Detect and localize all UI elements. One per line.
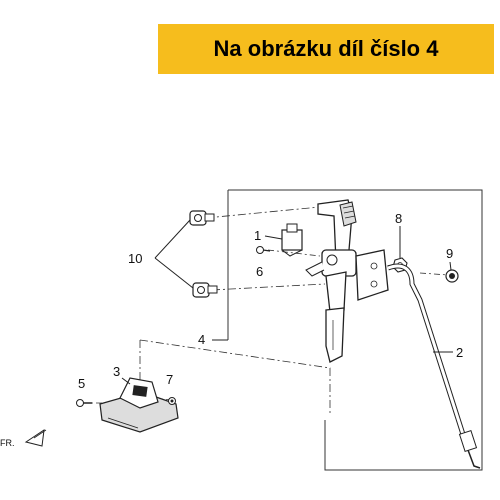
callout-line-3 bbox=[121, 377, 131, 385]
part-6-screw bbox=[256, 246, 271, 254]
callout-line-1 bbox=[264, 235, 283, 240]
part-1-switch bbox=[281, 223, 303, 257]
callout-line-9 bbox=[449, 261, 452, 271]
front-direction-marker: FR. bbox=[0, 428, 47, 448]
callout-7: 7 bbox=[166, 372, 173, 387]
part-5-screw bbox=[76, 399, 92, 407]
callout-4: 4 bbox=[198, 332, 205, 347]
callout-9: 9 bbox=[446, 246, 453, 261]
highlight-banner: Na obrázku díl číslo 4 bbox=[158, 24, 494, 74]
callout-1: 1 bbox=[254, 228, 261, 243]
callout-10: 10 bbox=[128, 251, 142, 266]
bolt-upper bbox=[189, 210, 215, 226]
callout-line-10-upper bbox=[154, 219, 191, 259]
bolt-lower bbox=[192, 282, 218, 298]
leader-part6 bbox=[267, 249, 321, 257]
banner-text: Na obrázku díl číslo 4 bbox=[213, 36, 439, 61]
callout-2: 2 bbox=[456, 345, 463, 360]
leader-part9 bbox=[419, 272, 449, 276]
leader-bolt-lower bbox=[211, 283, 326, 291]
part-7-nut bbox=[168, 397, 176, 405]
part-3-rubber-pad bbox=[99, 377, 179, 433]
callout-line-10-lower bbox=[154, 257, 194, 289]
callout-5: 5 bbox=[78, 376, 85, 391]
part-4-side-stand bbox=[305, 199, 389, 363]
callout-3: 3 bbox=[113, 364, 120, 379]
part-9-washer bbox=[445, 269, 459, 283]
front-label: FR. bbox=[0, 438, 15, 448]
leader-bolt-upper bbox=[205, 205, 331, 219]
callout-8: 8 bbox=[395, 211, 402, 226]
leader-pad-connection bbox=[139, 339, 331, 415]
callout-6: 6 bbox=[256, 264, 263, 279]
direction-arrow-icon bbox=[24, 428, 45, 447]
assembly-frame bbox=[228, 189, 483, 471]
part-2-cable bbox=[387, 263, 481, 469]
